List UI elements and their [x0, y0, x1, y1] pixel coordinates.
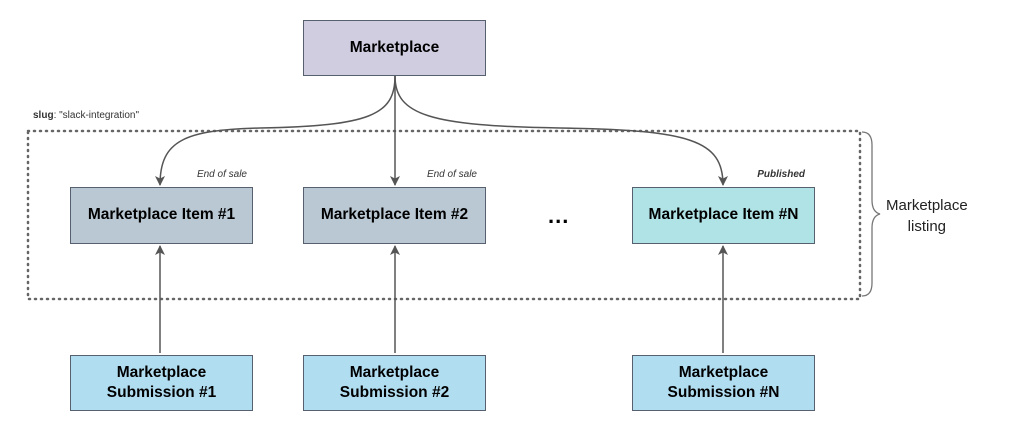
item-2-status-label: End of sale — [426, 169, 477, 180]
marketplace-item-1-box[interactable]: Marketplace Item #1 — [70, 187, 253, 244]
marketplace-listing-frame — [26, 129, 862, 301]
marketplace-submission-2-box[interactable]: Marketplace Submission #2 — [303, 355, 486, 411]
listing-brace — [861, 131, 881, 297]
item-1-status-label: End of sale — [196, 169, 247, 180]
arrow-marketplace-to-item-1 — [155, 75, 396, 186]
arrow-marketplace-to-item-n — [394, 75, 728, 186]
marketplace-item-2-box[interactable]: Marketplace Item #2 — [303, 187, 486, 244]
marketplace-box[interactable]: Marketplace — [303, 20, 486, 76]
ellipsis-label: ... — [548, 203, 570, 228]
slug-key: slug — [33, 110, 54, 121]
slug-label: slug: "slack-integration" — [33, 110, 139, 121]
marketplace-submission-1-box[interactable]: Marketplace Submission #1 — [70, 355, 253, 411]
slug-value: : "slack-integration" — [53, 110, 140, 121]
marketplace-item-n-box[interactable]: Marketplace Item #N — [632, 187, 815, 244]
marketplace-submission-n-box[interactable]: Marketplace Submission #N — [632, 355, 815, 411]
marketplace-listing-label: Marketplace listing — [886, 197, 968, 235]
item-n-status-label: Published — [757, 169, 805, 180]
